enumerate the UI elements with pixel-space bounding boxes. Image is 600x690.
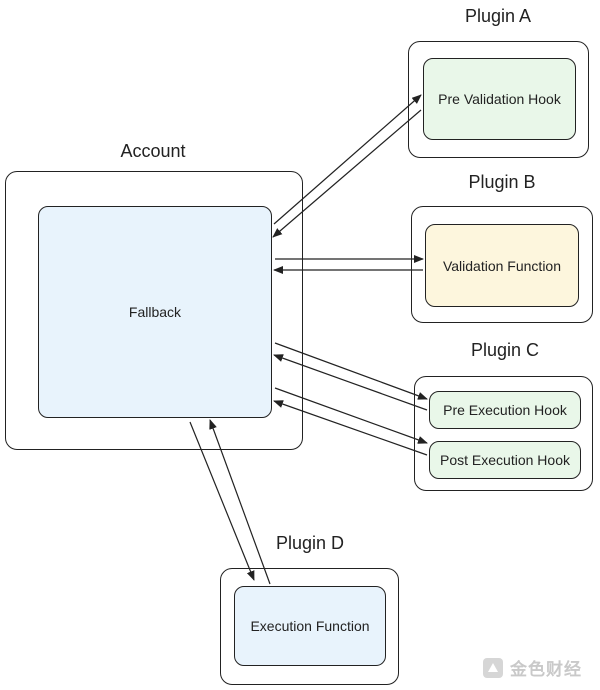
watermark: 金色财经 bbox=[482, 655, 582, 680]
arrow-to-post-execution bbox=[274, 387, 428, 444]
validation-function-box: Validation Function bbox=[425, 224, 579, 307]
arrow-from-pre-execution bbox=[273, 354, 428, 411]
pre-execution-hook-box: Pre Execution Hook bbox=[429, 391, 581, 429]
plugin-b-title: Plugin B bbox=[468, 172, 536, 192]
pre-validation-hook-box: Pre Validation Hook bbox=[423, 58, 576, 140]
arrow-to-pre-validation bbox=[273, 94, 422, 225]
watermark-text: 金色财经 bbox=[510, 660, 582, 679]
arrow-to-pre-execution bbox=[274, 342, 428, 400]
plugin-a-title: Plugin A bbox=[464, 6, 532, 26]
fallback-box: Fallback bbox=[38, 206, 272, 418]
watermark-logo-icon bbox=[483, 657, 503, 678]
post-execution-hook-box: Post Execution Hook bbox=[429, 441, 581, 479]
plugin-c-title: Plugin C bbox=[470, 340, 540, 360]
arrow-from-post-execution bbox=[273, 400, 428, 456]
plugin-d-title: Plugin D bbox=[275, 533, 345, 553]
arrow-to-execution-function bbox=[189, 421, 255, 581]
execution-function-box: Execution Function bbox=[234, 586, 386, 666]
account-title: Account bbox=[120, 141, 186, 161]
arrow-from-execution-function bbox=[209, 419, 271, 585]
arrow-from-pre-validation bbox=[272, 109, 422, 238]
